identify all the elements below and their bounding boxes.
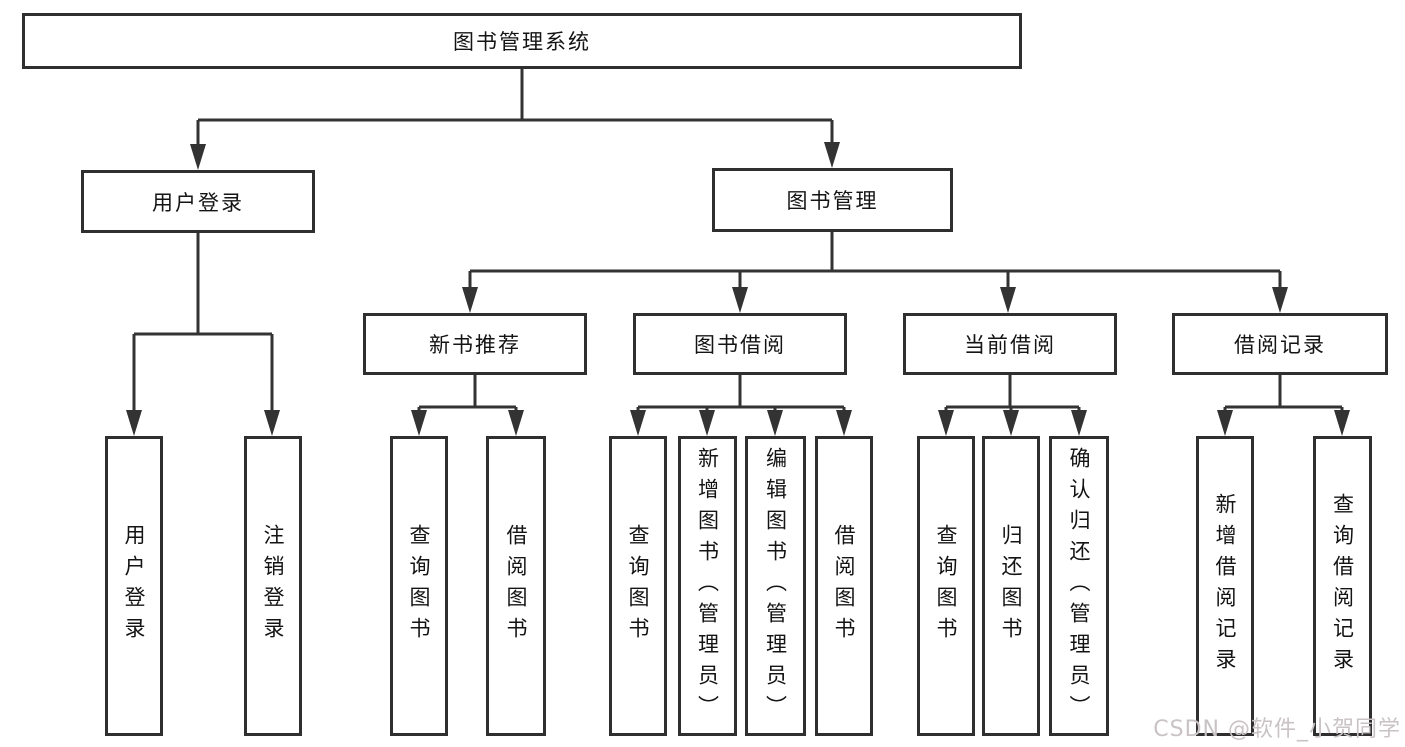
node-leaf-return-books: 归还图书 [982,436,1040,736]
node-label: 图书管理系统 [453,30,591,54]
node-label: 借阅图书 [832,524,856,648]
node-book-borrowing: 图书借阅 [633,313,847,375]
node-root: 图书管理系统 [22,13,1022,69]
arrowhead-icon [1272,287,1288,313]
arrowhead-icon [126,410,142,436]
node-label: 查询借阅记录 [1330,493,1355,679]
arrowhead-icon [1003,410,1019,436]
node-leaf-query-borrow-record: 查询借阅记录 [1313,436,1372,736]
arrowhead-icon [1217,410,1233,436]
node-label: 新增借阅记录 [1213,493,1237,679]
arrowhead-icon [836,410,852,436]
arrowhead-icon [630,410,646,436]
node-label: 用户登录 [122,524,146,648]
node-leaf-user-login: 用户登录 [105,436,163,736]
node-leaf-query-books-3: 查询图书 [917,436,975,736]
arrowhead-icon [462,287,478,313]
node-label: 编辑图书（管理员） [763,446,788,726]
node-label: 借阅记录 [1234,333,1326,357]
arrowhead-icon [411,410,427,436]
arrowhead-icon [1334,410,1350,436]
node-book-management: 图书管理 [712,168,953,232]
node-label: 当前借阅 [964,333,1056,357]
arrowhead-icon [190,144,206,170]
arrowhead-icon [824,142,840,168]
node-new-book-recommend: 新书推荐 [363,313,587,375]
node-label: 新书推荐 [429,333,521,357]
node-label: 新增图书（管理员） [695,446,720,726]
arrowhead-icon [1071,410,1087,436]
node-user-login: 用户登录 [81,170,315,233]
node-label: 查询图书 [934,524,958,648]
node-leaf-add-borrow-record: 新增借阅记录 [1196,436,1254,736]
node-leaf-confirm-return-admin: 确认归还（管理员） [1049,436,1109,736]
arrowhead-icon [938,410,954,436]
node-leaf-logout: 注销登录 [244,436,302,736]
node-label: 图书借阅 [694,333,786,357]
arrowhead-icon [699,410,715,436]
arrowhead-icon [508,410,524,436]
node-label: 借阅图书 [504,524,528,648]
node-borrowing-records: 借阅记录 [1172,313,1388,375]
node-leaf-add-books-admin: 新增图书（管理员） [678,436,737,736]
arrowhead-icon [767,410,783,436]
node-leaf-edit-books-admin: 编辑图书（管理员） [745,436,806,736]
node-label: 注销登录 [261,524,285,648]
node-label: 确认归还（管理员） [1067,446,1091,726]
arrowhead-icon [264,410,280,436]
node-leaf-borrow-books-1: 借阅图书 [486,436,546,736]
node-leaf-borrow-books-2: 借阅图书 [815,436,873,736]
node-leaf-query-books-1: 查询图书 [390,436,448,736]
node-label: 归还图书 [999,524,1023,648]
node-leaf-query-books-2: 查询图书 [609,436,667,736]
node-label: 查询图书 [626,524,650,648]
node-current-borrowing: 当前借阅 [903,313,1117,375]
arrowhead-icon [732,287,748,313]
arrowhead-icon [1000,287,1016,313]
node-label: 图书管理 [786,189,879,213]
node-label: 查询图书 [407,524,431,648]
node-label: 用户登录 [152,190,244,215]
